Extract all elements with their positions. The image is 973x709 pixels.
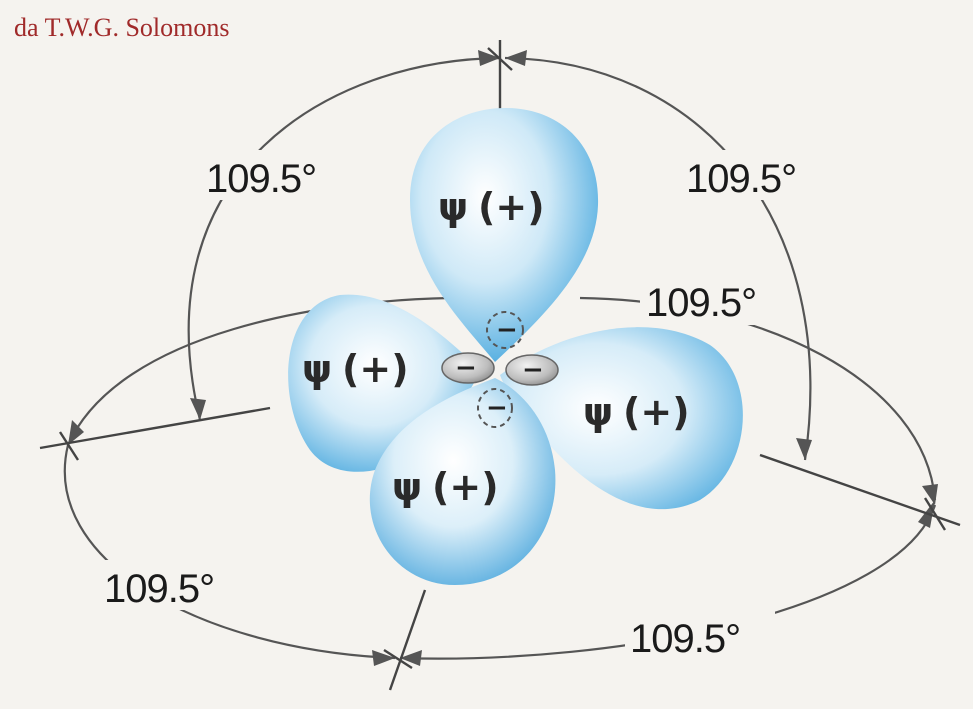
tick [487,47,513,71]
angle-top-right: 109.5° [686,157,796,201]
small-lobe-top [486,311,524,349]
arrowhead [400,650,422,666]
angle-label-bg [640,275,790,325]
lobe-right-psi: ψ [583,390,613,434]
small-lobe-left [441,352,495,384]
arrowhead [372,650,395,666]
lobe-top-sign: (+) [478,185,545,229]
tick [58,431,80,461]
arc-equator-back [66,296,451,446]
arrowhead [505,50,527,66]
tick [923,497,947,531]
lobe-front-sign: (+) [432,465,499,509]
angle-label-bg [625,610,775,660]
lobe-left-psi: ψ [302,347,332,391]
angle-bottom-right: 109.5° [630,617,740,661]
lobe-right-sign: (+) [623,390,690,434]
axis-right [759,453,961,527]
arc-top-left [187,56,501,421]
arrowhead [478,50,500,66]
angle-label-bg [100,560,250,610]
angle-bottom-left: 109.5° [104,567,214,611]
small-lobe-left-sign: − [455,353,477,383]
lobe-right [500,327,743,510]
lobe-left-sign: (+) [342,347,409,391]
arc-equator-front-left [63,444,396,660]
lobe-top [410,108,599,362]
angle-label-bg [200,150,350,200]
axis-left [39,406,271,450]
lobe-top-psi: ψ [438,185,468,229]
lobe-front-psi: ψ [392,465,422,509]
small-lobe-right-sign: − [522,355,544,385]
lobe-front [369,378,556,585]
angle-top-left: 109.5° [206,157,316,201]
small-lobe-bottom [477,388,513,428]
small-lobe-top-sign: − [496,315,518,345]
small-lobe-right [505,354,559,386]
credit-label: da T.W.G. Solomons [14,13,229,42]
angle-mid-right: 109.5° [646,281,756,325]
arrowhead [922,484,938,505]
arrowhead [190,398,206,420]
angle-label-bg [680,150,830,200]
tick [383,648,413,670]
small-lobe-bottom-sign: − [486,393,508,423]
arrowhead [68,420,84,445]
axis-front [388,589,427,691]
arrowhead [796,438,812,460]
